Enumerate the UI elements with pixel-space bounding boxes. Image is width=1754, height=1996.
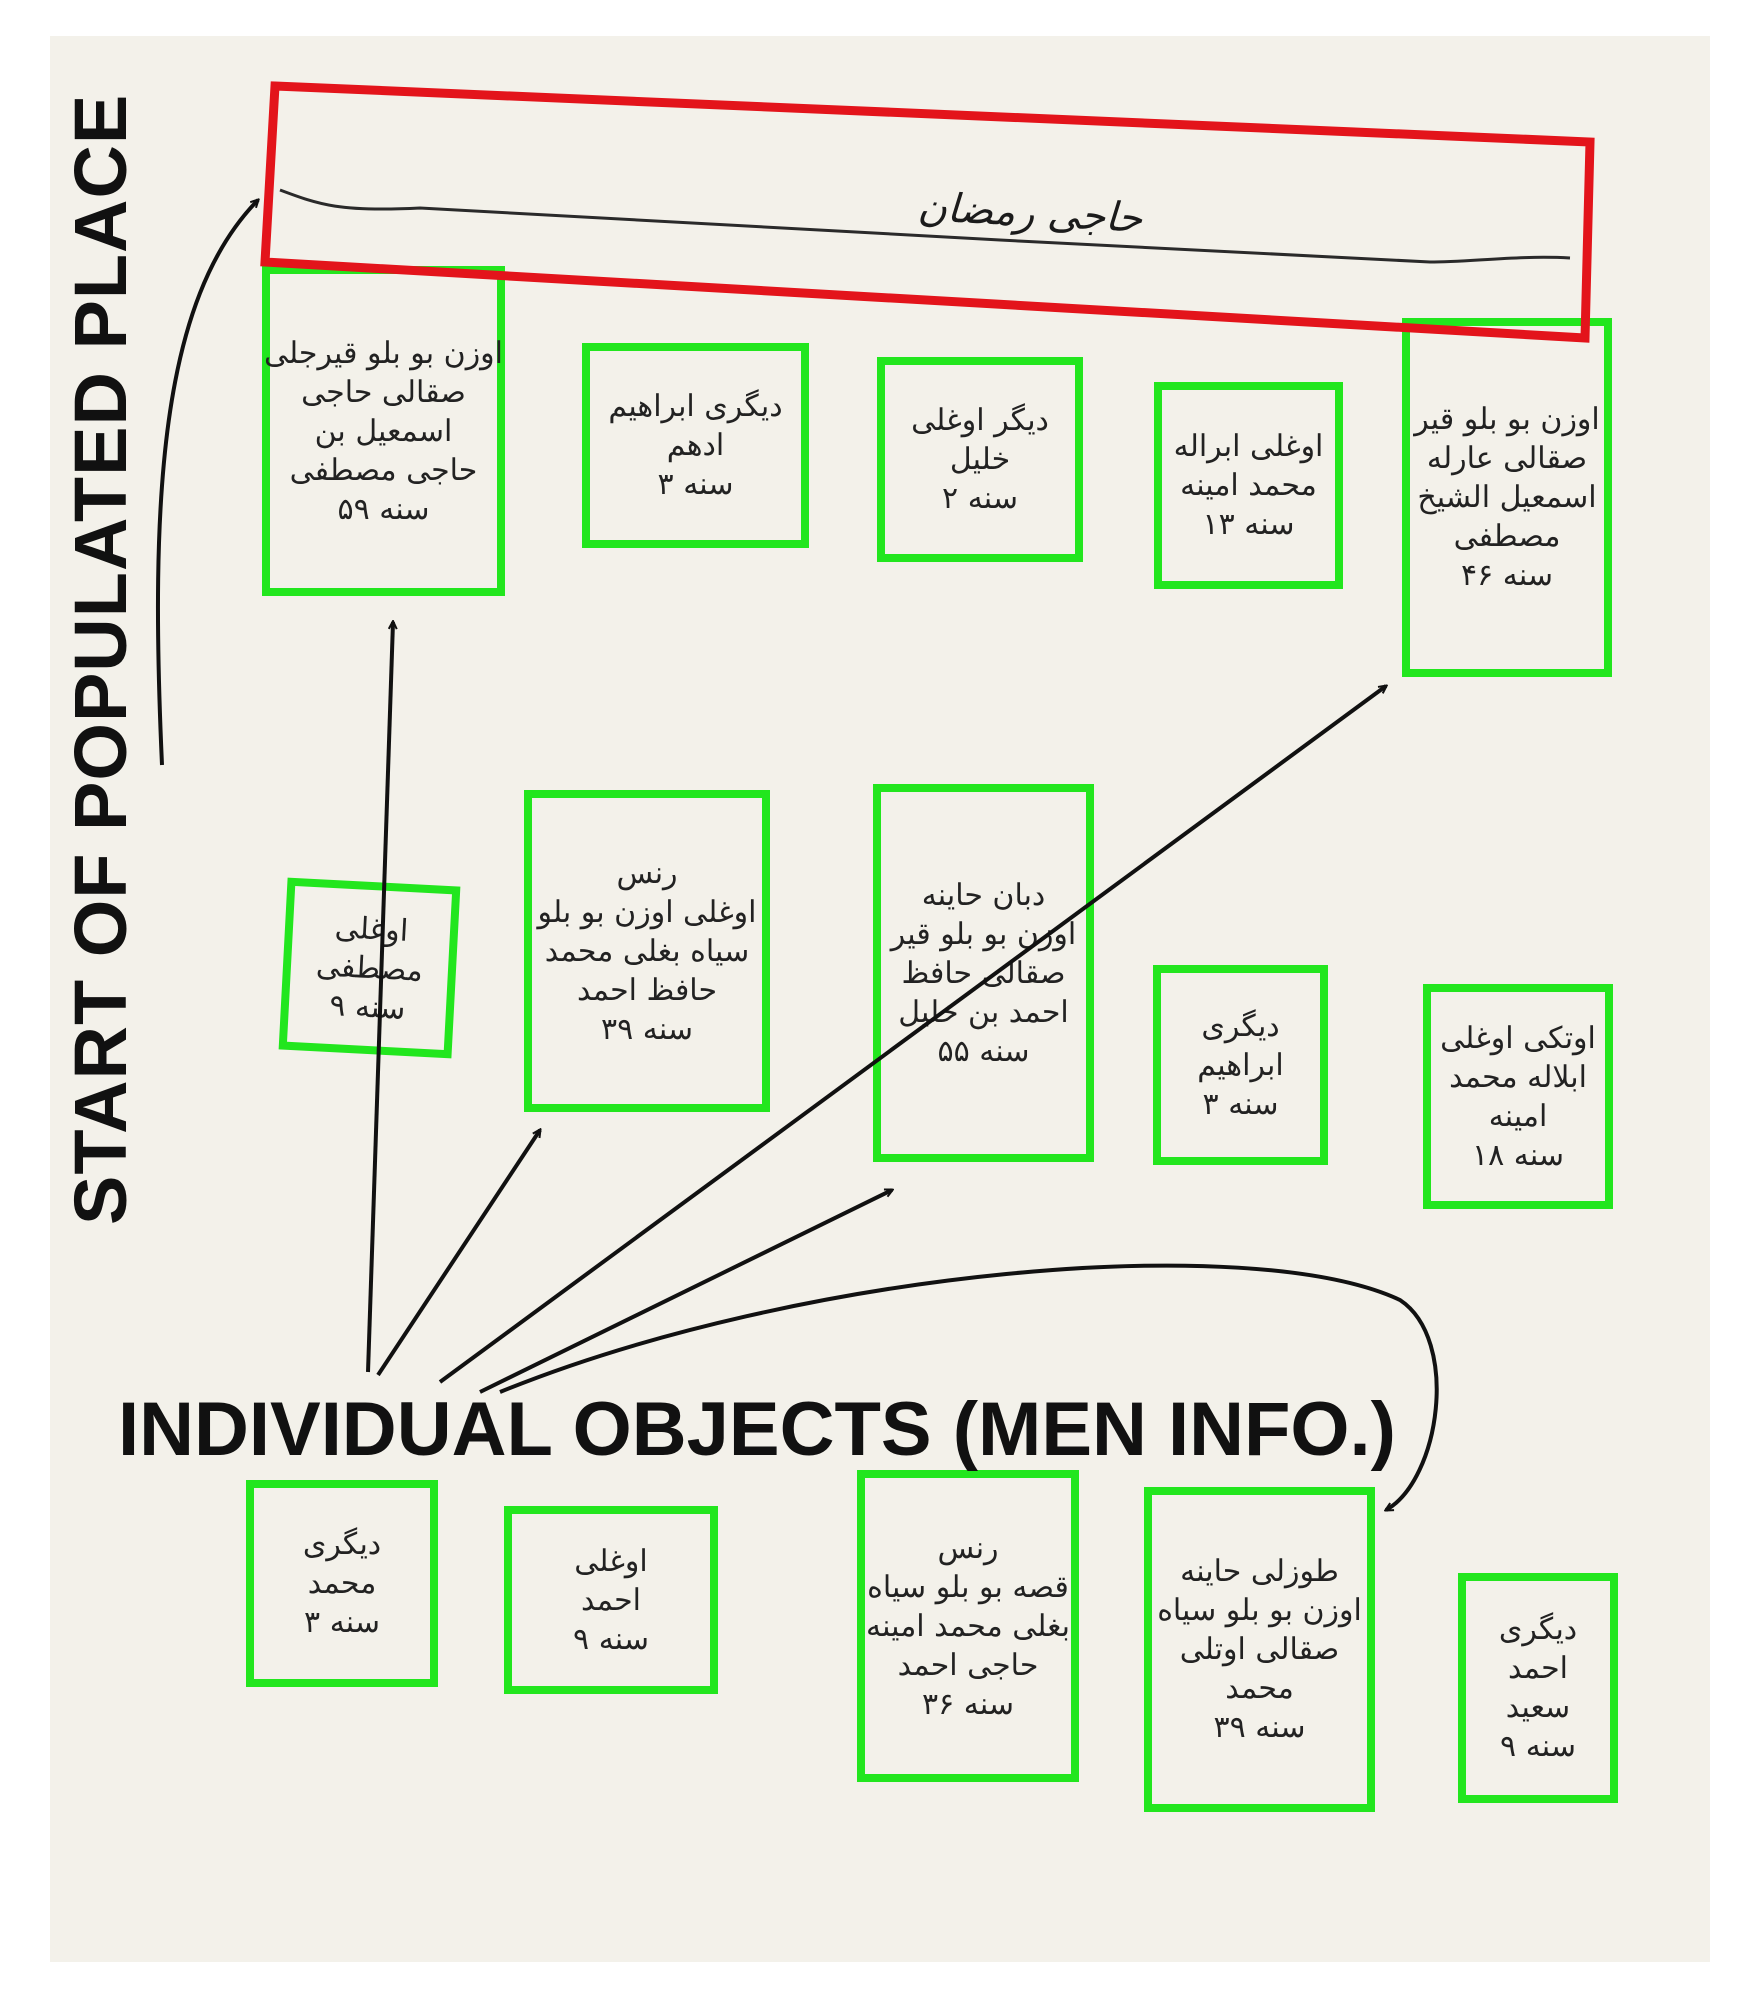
record-line: رنس bbox=[616, 855, 678, 891]
record-line: دبان حاینه bbox=[921, 877, 1046, 913]
record-line: سنه ۳ bbox=[657, 467, 734, 502]
record-line: قصه بو بلو سیاه bbox=[867, 1569, 1069, 1605]
arrow-to-record-1 bbox=[366, 622, 393, 1373]
record-line: محمد امینه bbox=[1180, 468, 1317, 503]
arrow-to-record-7 bbox=[376, 1130, 540, 1377]
record-line: سنه ۱۸ bbox=[1471, 1137, 1565, 1173]
record-line: صقالی حاجی bbox=[301, 374, 466, 410]
header-ink-line bbox=[279, 188, 1571, 264]
arrow-to-record-14 bbox=[499, 1263, 1439, 1512]
record-line: سنه ۳۹ bbox=[1213, 1710, 1306, 1745]
record-line: احمد bbox=[1508, 1651, 1568, 1686]
record-line: طوزلی حاینه bbox=[1180, 1554, 1339, 1589]
record-line: دیگری bbox=[1498, 1612, 1578, 1647]
arrow-to-record-5 bbox=[438, 686, 1386, 1384]
record-box: دیگر اوغلی خلیل سنه ۲ bbox=[877, 357, 1083, 562]
record-line: اسمعیل الشیخ bbox=[1417, 480, 1597, 515]
record-line: دیگری bbox=[302, 1527, 382, 1562]
record-line: سنه ۳۶ bbox=[921, 1686, 1015, 1722]
record-box: دیگری احمد سعید سنه ۹ bbox=[1458, 1573, 1618, 1803]
arrow-to-record-8 bbox=[479, 1188, 892, 1394]
record-line: خلیل bbox=[949, 442, 1011, 477]
record-line: اوغلی ابراله bbox=[1173, 429, 1324, 464]
record-line: ابراهیم bbox=[1197, 1047, 1284, 1083]
individual-objects-label: INDIVIDUAL OBJECTS (MEN INFO.) bbox=[118, 1387, 1396, 1472]
record-line: سنه ۵۹ bbox=[337, 491, 430, 527]
record-line: سعید bbox=[1505, 1690, 1571, 1725]
record-line: صقالی عارله bbox=[1426, 441, 1588, 476]
record-line: ادهم bbox=[666, 428, 725, 463]
record-line: صقالی اوتلی bbox=[1179, 1632, 1340, 1667]
record-line: حافظ احمد bbox=[576, 972, 717, 1008]
record-line: اوتکی اوغلی bbox=[1440, 1020, 1596, 1056]
record-line: اسمعیل بن bbox=[314, 413, 453, 449]
record-line: دیگر اوغلی bbox=[911, 403, 1049, 438]
record-line: دیگری bbox=[1201, 1008, 1280, 1044]
record-line: مصطفی bbox=[1453, 519, 1561, 554]
record-line: حاجی احمد bbox=[897, 1647, 1039, 1683]
record-line: صقالی حافظ bbox=[901, 955, 1066, 991]
record-box: دیگری محمد سنه ۳ bbox=[246, 1480, 438, 1687]
record-line: سنه ۱۳ bbox=[1202, 507, 1295, 542]
record-line: سنه ۴۶ bbox=[1460, 558, 1554, 593]
record-line: اوزن بو بلو قیر bbox=[1414, 402, 1600, 437]
record-line: محمد bbox=[1225, 1671, 1294, 1706]
record-line: سنه ۳ bbox=[304, 1605, 380, 1640]
record-box: اوغلی ابراله محمد امینه سنه ۱۳ bbox=[1154, 382, 1343, 589]
record-line: سنه ۳ bbox=[1202, 1086, 1279, 1122]
record-line: اوزن بو بلو قیرجلی bbox=[264, 335, 504, 371]
record-line: امینه bbox=[1488, 1098, 1548, 1134]
record-line: سنه ۹ bbox=[1500, 1729, 1576, 1764]
record-line: حاجی مصطفی bbox=[289, 452, 478, 488]
record-line: دیگری ابراهیم bbox=[608, 389, 783, 424]
record-line: احمد bbox=[581, 1582, 641, 1618]
record-line: محمد bbox=[307, 1566, 377, 1601]
header-red-box bbox=[260, 81, 1595, 343]
record-line: اوغلی bbox=[574, 1543, 648, 1579]
record-line: سیاه بغلی محمد bbox=[544, 933, 750, 969]
record-box: اوزن بو بلو قیر صقالی عارله اسمعیل الشیخ مص… bbox=[1402, 318, 1612, 677]
record-line: سنه ۲ bbox=[942, 481, 1018, 516]
record-line: سنه ۳۹ bbox=[600, 1011, 694, 1047]
record-line: بغلی محمد امینه bbox=[866, 1608, 1070, 1644]
record-box: دیگری ابراهیم ادهم سنه ۳ bbox=[582, 343, 809, 548]
record-line: سنه ۹ bbox=[573, 1621, 649, 1657]
record-line: اوزن بو بلو سیاه bbox=[1157, 1593, 1362, 1628]
record-box: طوزلی حاینه اوزن بو بلو سیاه صقالی اوتلی مح… bbox=[1144, 1487, 1375, 1812]
start-arrow bbox=[155, 200, 258, 766]
record-line: رنس bbox=[937, 1530, 999, 1566]
record-line: اوزن بو بلو قیر bbox=[890, 916, 1077, 952]
record-line: سنه ۵۵ bbox=[937, 1033, 1030, 1069]
record-line: ابلاله محمد bbox=[1449, 1059, 1587, 1095]
record-line: اوغلی اوزن بو بلو bbox=[537, 894, 757, 930]
